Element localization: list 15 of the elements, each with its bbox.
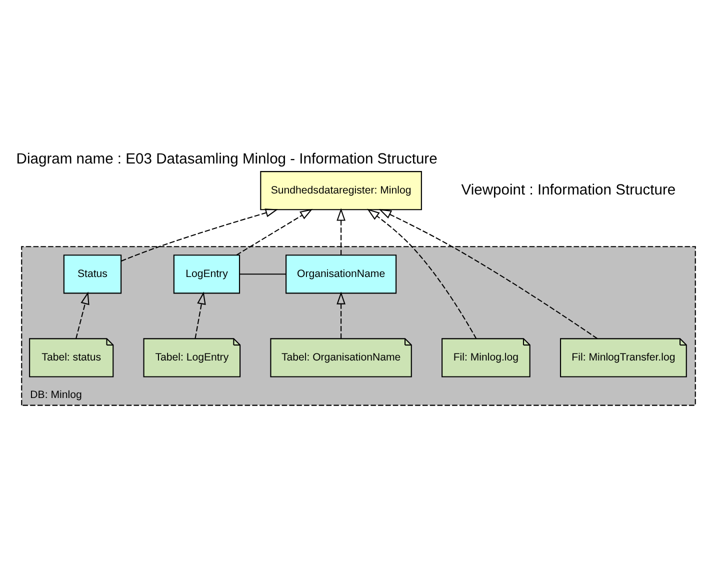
node-box: OrganisationName — [286, 254, 397, 294]
arrow — [236, 208, 313, 256]
arrow — [336, 208, 346, 256]
arrow — [367, 208, 477, 339]
connector — [240, 274, 286, 275]
label: Viewpoint : Information Structure — [461, 182, 676, 199]
node-box: LogEntry — [173, 254, 240, 294]
arrow — [76, 292, 90, 339]
node-box: Sundhedsdataregister: Minlog — [260, 171, 422, 210]
diagram-title: Diagram name : E03 Datasamling Minlog - Information Structure — [16, 151, 438, 168]
arrow — [120, 208, 278, 262]
node-box: Status — [63, 254, 122, 294]
arrow — [336, 292, 346, 339]
arrow — [194, 292, 206, 339]
arrow — [378, 209, 598, 340]
